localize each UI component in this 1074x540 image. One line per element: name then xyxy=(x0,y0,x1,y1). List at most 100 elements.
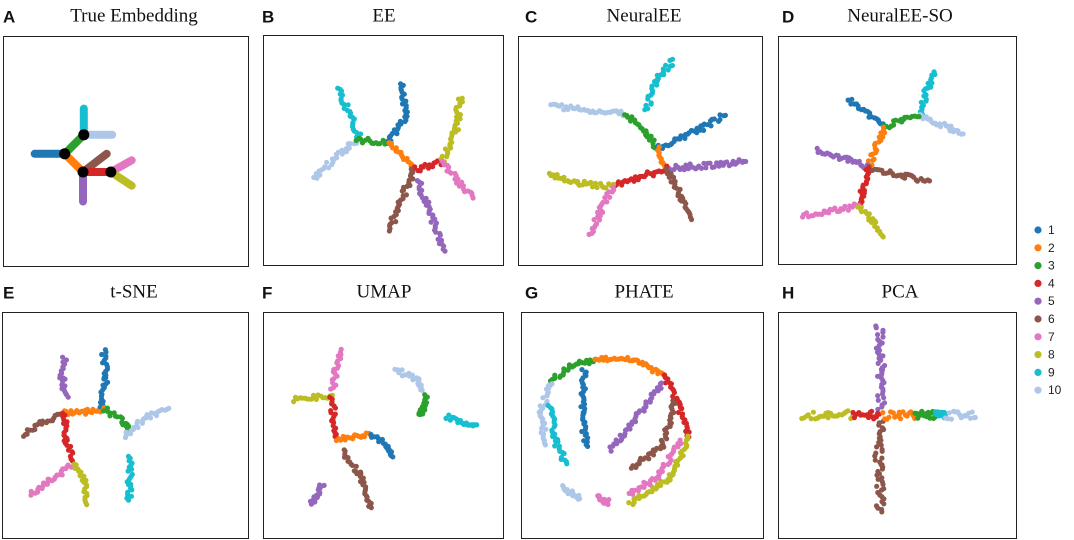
series-8 xyxy=(71,461,90,508)
series-4 xyxy=(855,165,872,208)
data-point xyxy=(703,165,709,171)
legend-label-9: 9 xyxy=(1048,365,1055,379)
data-point xyxy=(542,442,549,448)
data-point xyxy=(875,393,881,399)
data-point xyxy=(339,147,345,153)
data-point xyxy=(923,98,929,104)
data-point xyxy=(607,194,613,200)
data-point xyxy=(592,180,599,186)
data-point xyxy=(617,432,623,438)
data-point xyxy=(628,465,635,471)
series-6 xyxy=(21,410,68,439)
series-3 xyxy=(100,405,132,433)
legend-marker-3 xyxy=(1034,262,1042,270)
series-10 xyxy=(917,112,966,137)
series-8 xyxy=(855,204,886,240)
data-point xyxy=(646,451,652,457)
data-point xyxy=(125,491,131,497)
data-point xyxy=(128,493,134,499)
data-point xyxy=(606,497,612,503)
data-point xyxy=(722,112,729,118)
data-point xyxy=(666,472,672,478)
data-point xyxy=(678,133,684,139)
data-point xyxy=(929,80,935,86)
data-point xyxy=(879,509,885,515)
data-point xyxy=(664,436,670,442)
data-point xyxy=(675,444,681,450)
legend-label-1: 1 xyxy=(1048,223,1055,237)
series-9 xyxy=(335,85,364,143)
data-point xyxy=(60,354,66,360)
panel-title: PHATE xyxy=(614,281,673,302)
data-point xyxy=(859,209,865,215)
data-point xyxy=(347,141,353,147)
data-point xyxy=(872,457,878,463)
data-point xyxy=(432,216,438,222)
series-4 xyxy=(327,394,340,442)
plot-frame xyxy=(778,36,1017,265)
data-point xyxy=(874,483,880,489)
series-9 xyxy=(642,56,676,113)
panel-letter: H xyxy=(782,283,794,302)
data-point xyxy=(84,502,90,508)
data-point xyxy=(338,437,344,443)
series-6 xyxy=(386,166,416,234)
data-point xyxy=(875,406,881,412)
series-5 xyxy=(414,178,448,254)
legend-label-8: 8 xyxy=(1048,348,1055,362)
data-point xyxy=(865,414,872,421)
series-5 xyxy=(607,380,665,454)
data-point xyxy=(657,381,664,387)
data-point xyxy=(805,214,812,220)
data-point xyxy=(419,180,425,186)
legend-marker-9 xyxy=(1034,368,1042,376)
data-point xyxy=(313,396,319,402)
data-point xyxy=(960,131,966,137)
data-point xyxy=(711,116,717,122)
series-3 xyxy=(416,392,430,418)
series-1 xyxy=(654,112,729,151)
data-point xyxy=(654,82,660,88)
data-point xyxy=(585,435,591,441)
plot-frame xyxy=(263,312,504,539)
data-point xyxy=(626,500,632,506)
series-1 xyxy=(845,96,888,130)
data-point xyxy=(647,478,654,484)
panel-letter: D xyxy=(782,7,794,26)
data-point xyxy=(57,375,63,381)
data-point xyxy=(655,388,661,394)
series-1 xyxy=(97,347,111,412)
series-8 xyxy=(438,95,465,165)
data-point xyxy=(377,141,383,147)
data-point xyxy=(879,487,885,493)
series-9 xyxy=(932,409,949,421)
data-point xyxy=(433,229,439,235)
series-6 xyxy=(872,418,887,515)
series-7 xyxy=(586,184,617,237)
series-6 xyxy=(663,166,695,223)
data-point xyxy=(948,416,955,422)
series-6 xyxy=(866,164,933,184)
data-point xyxy=(617,438,624,444)
data-point xyxy=(32,426,38,433)
data-point xyxy=(579,367,585,373)
data-point xyxy=(667,63,674,69)
series-10 xyxy=(536,381,555,448)
data-point xyxy=(453,118,459,124)
data-point xyxy=(417,168,423,174)
series-7 xyxy=(439,158,476,201)
data-point xyxy=(454,114,460,120)
data-point xyxy=(125,468,131,474)
series-2 xyxy=(865,124,888,171)
data-point xyxy=(632,174,639,180)
data-point xyxy=(688,216,695,223)
plot-frame xyxy=(3,36,249,267)
data-point xyxy=(870,157,876,163)
legend-marker-8 xyxy=(1034,351,1042,359)
branch-node xyxy=(78,129,90,141)
data-point xyxy=(123,429,129,435)
